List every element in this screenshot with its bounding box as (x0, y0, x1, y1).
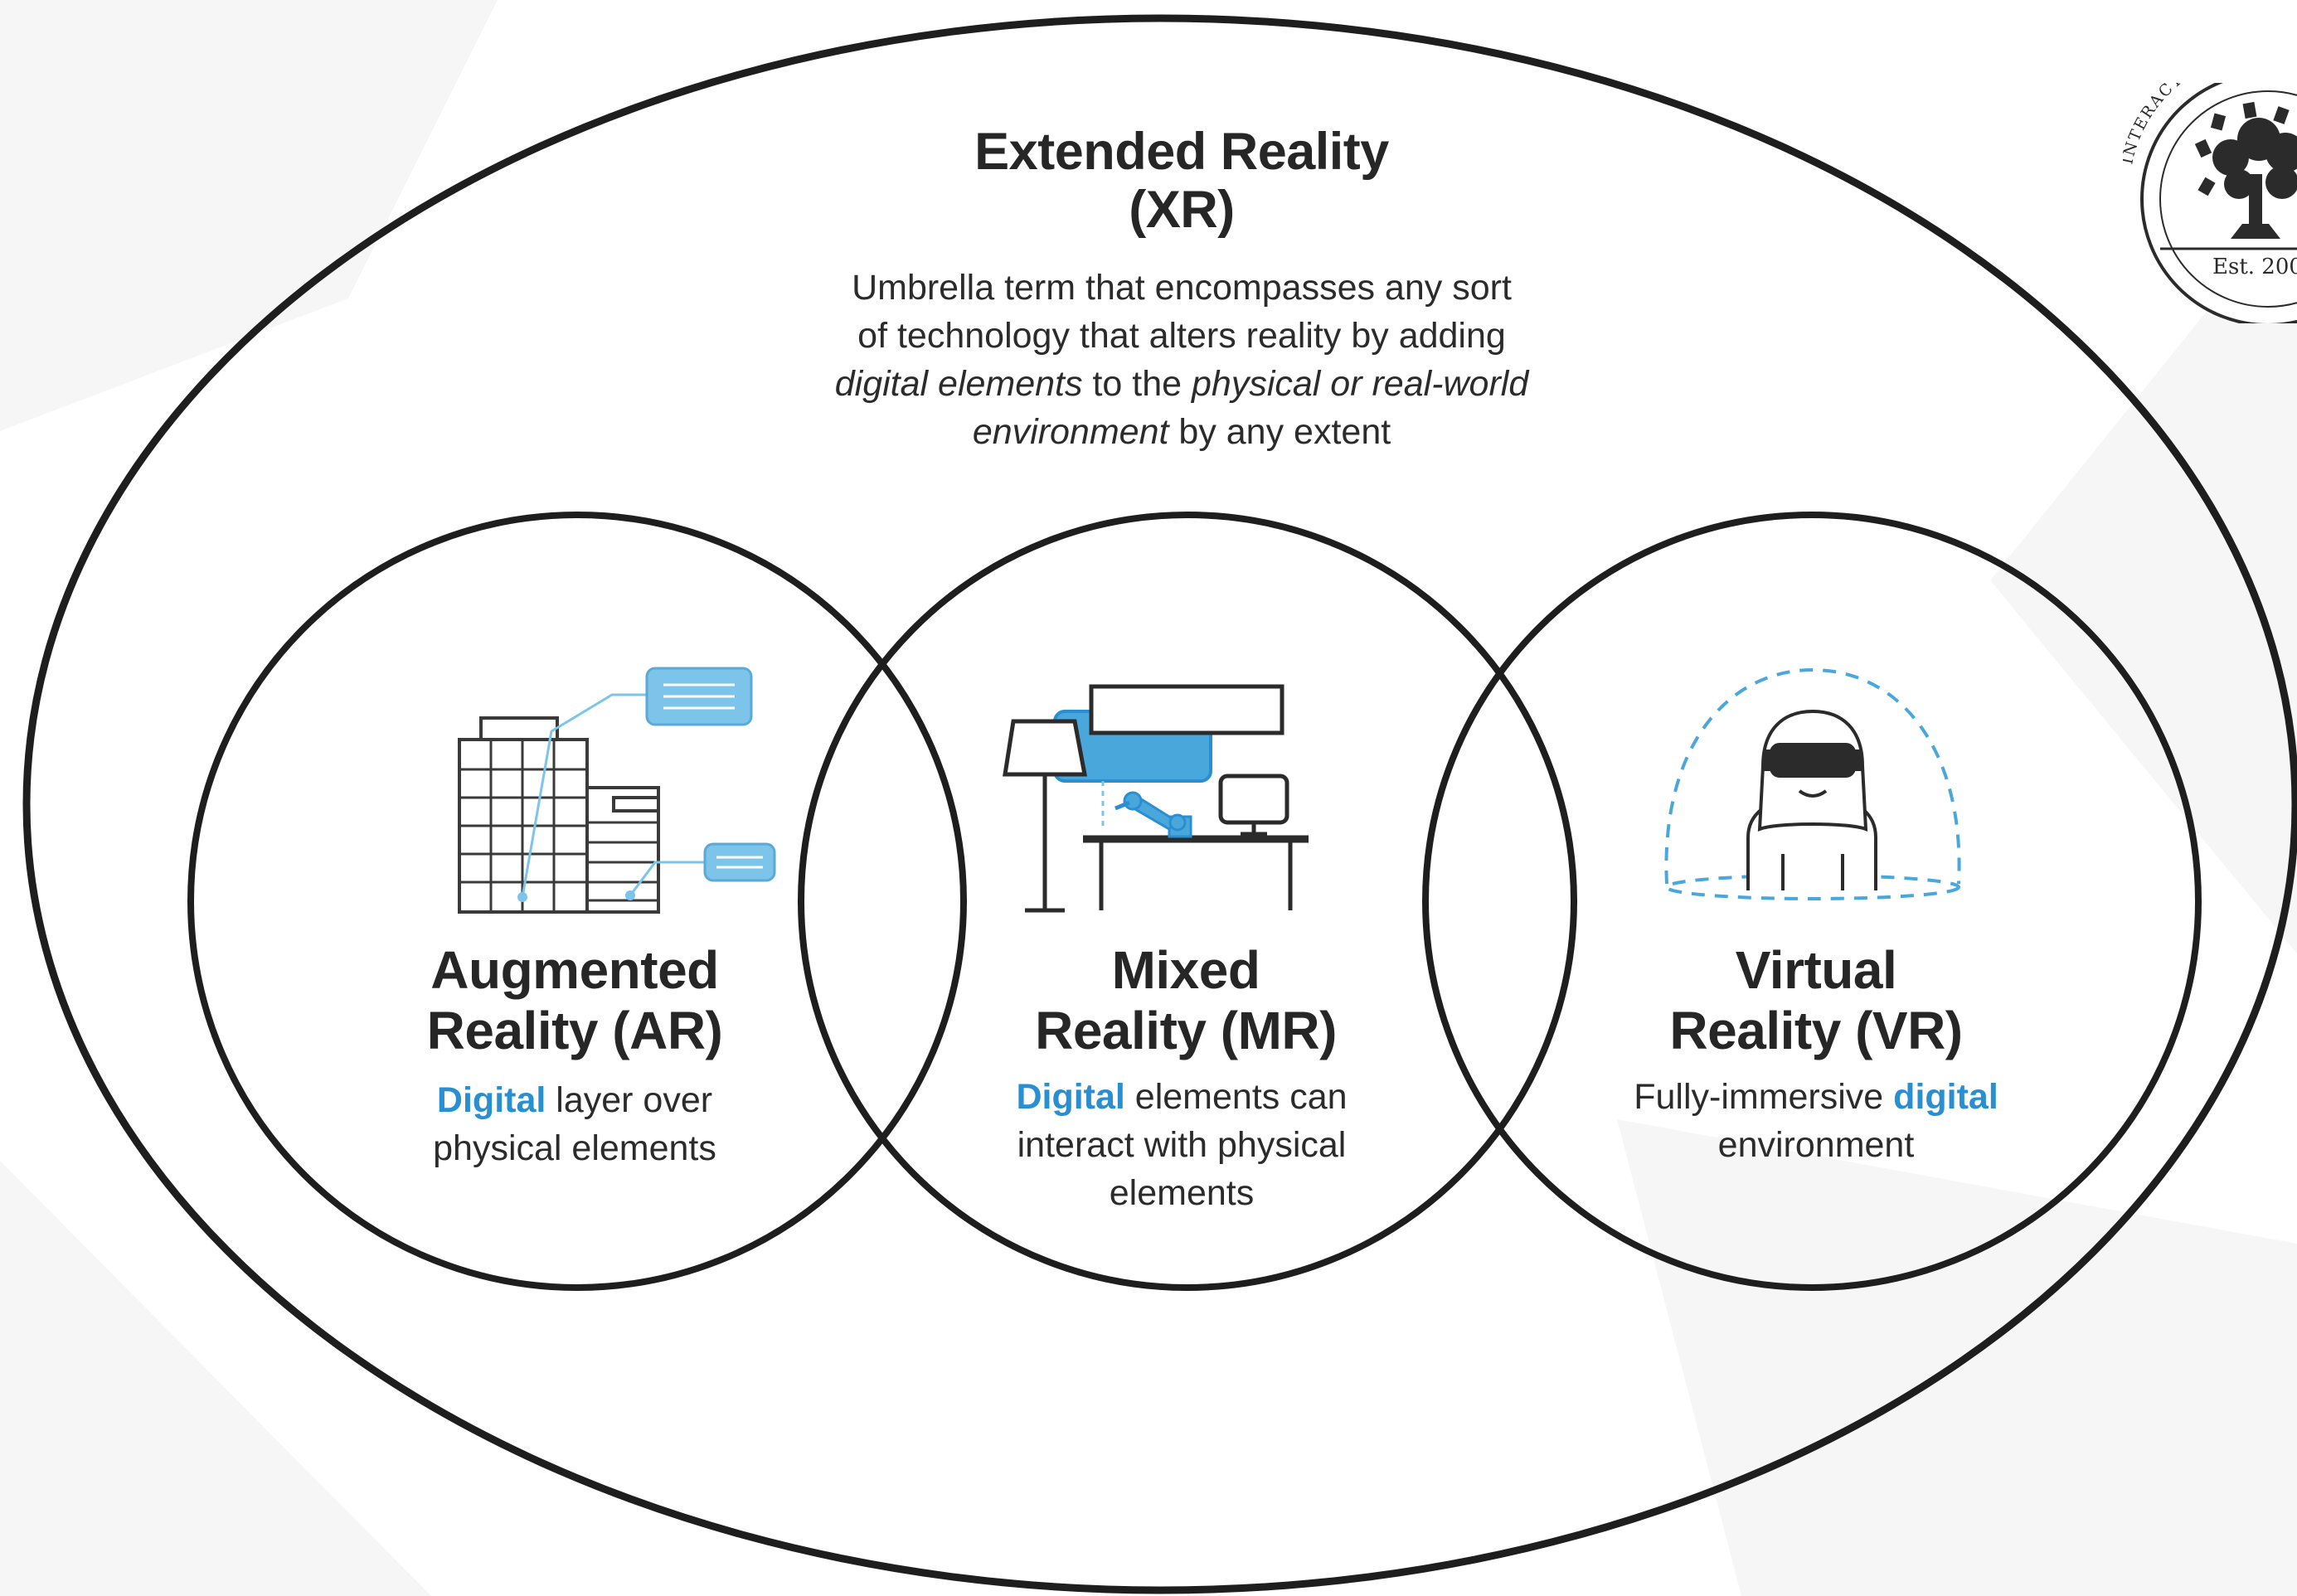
desk-robot-mr-icon (1003, 684, 1309, 913)
xr-outer-ellipse (22, 14, 2297, 1594)
vr-desc-line2: environment (1717, 1125, 1915, 1165)
ar-description: Digital layer over physical elements (363, 1076, 786, 1172)
ar-desc-highlight: Digital (436, 1080, 546, 1120)
ar-desc-rest: layer over (546, 1080, 713, 1120)
vr-title-line1: Virtual (1735, 940, 1897, 1000)
xr-title-line2: (XR) (1129, 181, 1235, 239)
seal-est-text: Est. 200 (2212, 255, 2297, 279)
ar-title: Augmented Reality (AR) (372, 940, 778, 1061)
xr-title: Extended Reality (XR) (817, 123, 1547, 239)
buildings-ar-icon (458, 667, 776, 914)
mr-desc-line2: interact with physical (1017, 1125, 1347, 1165)
xr-desc-line2: of technology that alters reality by add… (857, 316, 1506, 356)
mr-description: Digital elements can interact with physi… (962, 1073, 1401, 1217)
vr-description: Fully-immersive digital environment (1576, 1073, 2057, 1169)
ar-desc-line2: physical elements (433, 1128, 716, 1168)
vr-desc-highlight: digital (1893, 1077, 1998, 1117)
mr-desc-line1: Digital elements can (962, 1073, 1401, 1121)
ar-circle (187, 512, 967, 1291)
mr-circle (798, 512, 1577, 1291)
xr-desc-mid: to the (1082, 364, 1192, 404)
vr-title: Virtual Reality (VR) (1609, 940, 2023, 1061)
mr-title: Mixed Reality (MR) (979, 940, 1393, 1061)
mr-desc-rest: elements can (1124, 1077, 1348, 1117)
mr-title-line1: Mixed (1111, 940, 1260, 1000)
xr-desc-line3: digital elements to the physical or real… (813, 360, 1551, 408)
xr-desc-em-environment: environment (972, 412, 1169, 452)
mr-desc-line3: elements (1109, 1173, 1255, 1213)
xr-desc-line1: Umbrella term that encompasses any sort (852, 268, 1512, 308)
ar-title-line1: Augmented (430, 940, 719, 1000)
xr-description: Umbrella term that encompasses any sort … (813, 264, 1551, 456)
vr-desc-prefix: Fully-immersive (1634, 1077, 1894, 1117)
vr-circle (1422, 512, 2202, 1291)
xr-desc-em-physical: physical or real-world (1192, 364, 1529, 404)
vr-headset-person-icon (1664, 667, 1961, 900)
xr-desc-rest: by any extent (1168, 412, 1391, 452)
mr-desc-highlight: Digital (1016, 1077, 1125, 1117)
vr-desc-line1: Fully-immersive digital (1576, 1073, 2057, 1121)
xr-desc-line4: environment by any extent (813, 408, 1551, 456)
ar-title-line2: Reality (AR) (426, 1001, 723, 1060)
xr-desc-em-digital: digital elements (834, 364, 1083, 404)
mr-title-line2: Reality (MR) (1035, 1001, 1337, 1060)
interaction-design-seal-logo: INTERACTION DESIGN Est. 200 (2123, 83, 2297, 323)
xr-title-line1: Extended Reality (974, 123, 1389, 181)
vr-title-line2: Reality (VR) (1669, 1001, 1963, 1060)
ar-desc-line1: Digital layer over (363, 1076, 786, 1124)
